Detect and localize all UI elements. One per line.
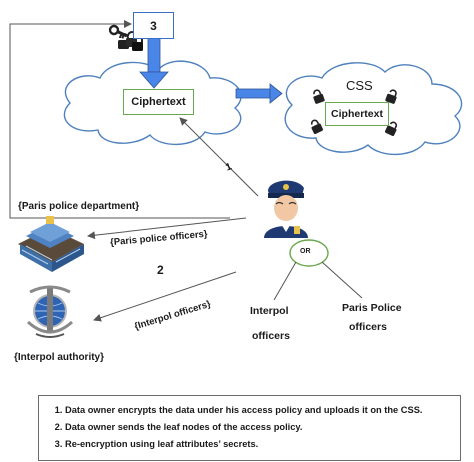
upload-arrow xyxy=(139,37,169,89)
or-label: OR xyxy=(300,248,311,255)
arrow-label-2: 2 xyxy=(157,263,164,277)
or-node xyxy=(273,239,363,301)
arrow-step-1 xyxy=(179,117,259,197)
step-3-box: 3 xyxy=(133,12,174,39)
steps-legend: Data owner encrypts the data under his a… xyxy=(38,395,461,461)
css-title: CSS xyxy=(346,78,373,93)
leaf-paris-line1: Paris Police xyxy=(342,302,402,314)
feedback-line xyxy=(9,20,230,219)
ciphertext-box-left: Ciphertext xyxy=(123,89,194,115)
arrow-step-2 xyxy=(93,271,237,322)
step-item: Re-encryption using leaf attributes’ sec… xyxy=(65,436,460,453)
lock-icon xyxy=(310,89,398,136)
leaf-interpol-line1: Interpol xyxy=(250,305,289,317)
interpol-authority-label: {Interpol authority} xyxy=(14,352,105,363)
transfer-arrow xyxy=(235,83,283,104)
interpol-emblem-icon xyxy=(26,285,74,338)
key-icon xyxy=(108,24,128,39)
police-building-icon xyxy=(18,216,84,272)
leaf-paris-line2: officers xyxy=(349,321,387,333)
leaf-interpol-line2: officers xyxy=(252,330,290,342)
ciphertext-box-right: Ciphertext xyxy=(325,102,389,126)
police-officer-icon xyxy=(264,180,308,238)
step-item: Data owner sends the leaf nodes of the a… xyxy=(65,419,460,436)
step-item: Data owner encrypts the data under his a… xyxy=(65,402,460,419)
paris-department-label: {Paris police department} xyxy=(18,201,140,212)
lock-icon xyxy=(118,31,143,51)
arrow-to-paris xyxy=(87,217,247,240)
